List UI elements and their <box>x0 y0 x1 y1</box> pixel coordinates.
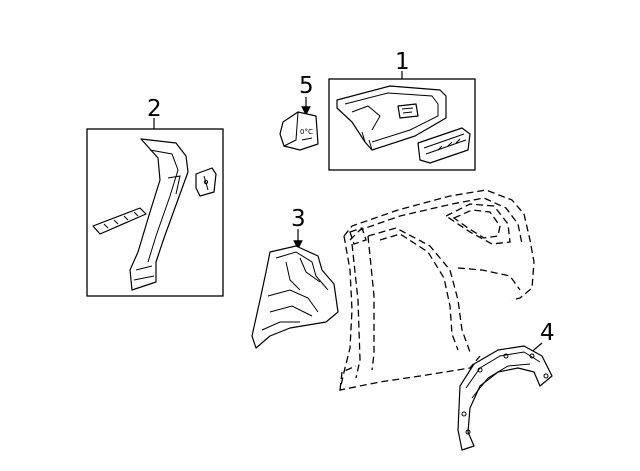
callout-5-label: 5 <box>299 73 314 99</box>
pillar-bracket <box>195 167 217 197</box>
body-side-outline <box>339 189 535 391</box>
callout-2-box <box>86 128 224 297</box>
callout-4-group: 4 <box>457 320 555 451</box>
callout-3-label: 3 <box>291 206 306 232</box>
wheelhouse-inner-panel <box>251 245 339 349</box>
quarter-inner-panel <box>336 85 447 151</box>
wheelhouse-outer-panel <box>457 345 553 451</box>
callout-1-group: 1 <box>328 49 476 171</box>
callout-2-group: 2 <box>86 96 224 297</box>
callout-5-group: 5 0°C <box>279 73 319 151</box>
small-bracket: 0°C <box>279 111 319 151</box>
callout-3-group: 3 <box>251 206 339 349</box>
quarter-inner-bracket <box>417 127 471 164</box>
callout-1-box <box>328 78 476 171</box>
quarter-pillar <box>129 138 189 291</box>
callout-2-label: 2 <box>147 96 162 122</box>
callout-1-label: 1 <box>395 49 410 75</box>
callout-4-label: 4 <box>540 320 555 346</box>
bracket-marking: 0°C <box>300 128 313 136</box>
pillar-reinforcement <box>92 207 147 235</box>
